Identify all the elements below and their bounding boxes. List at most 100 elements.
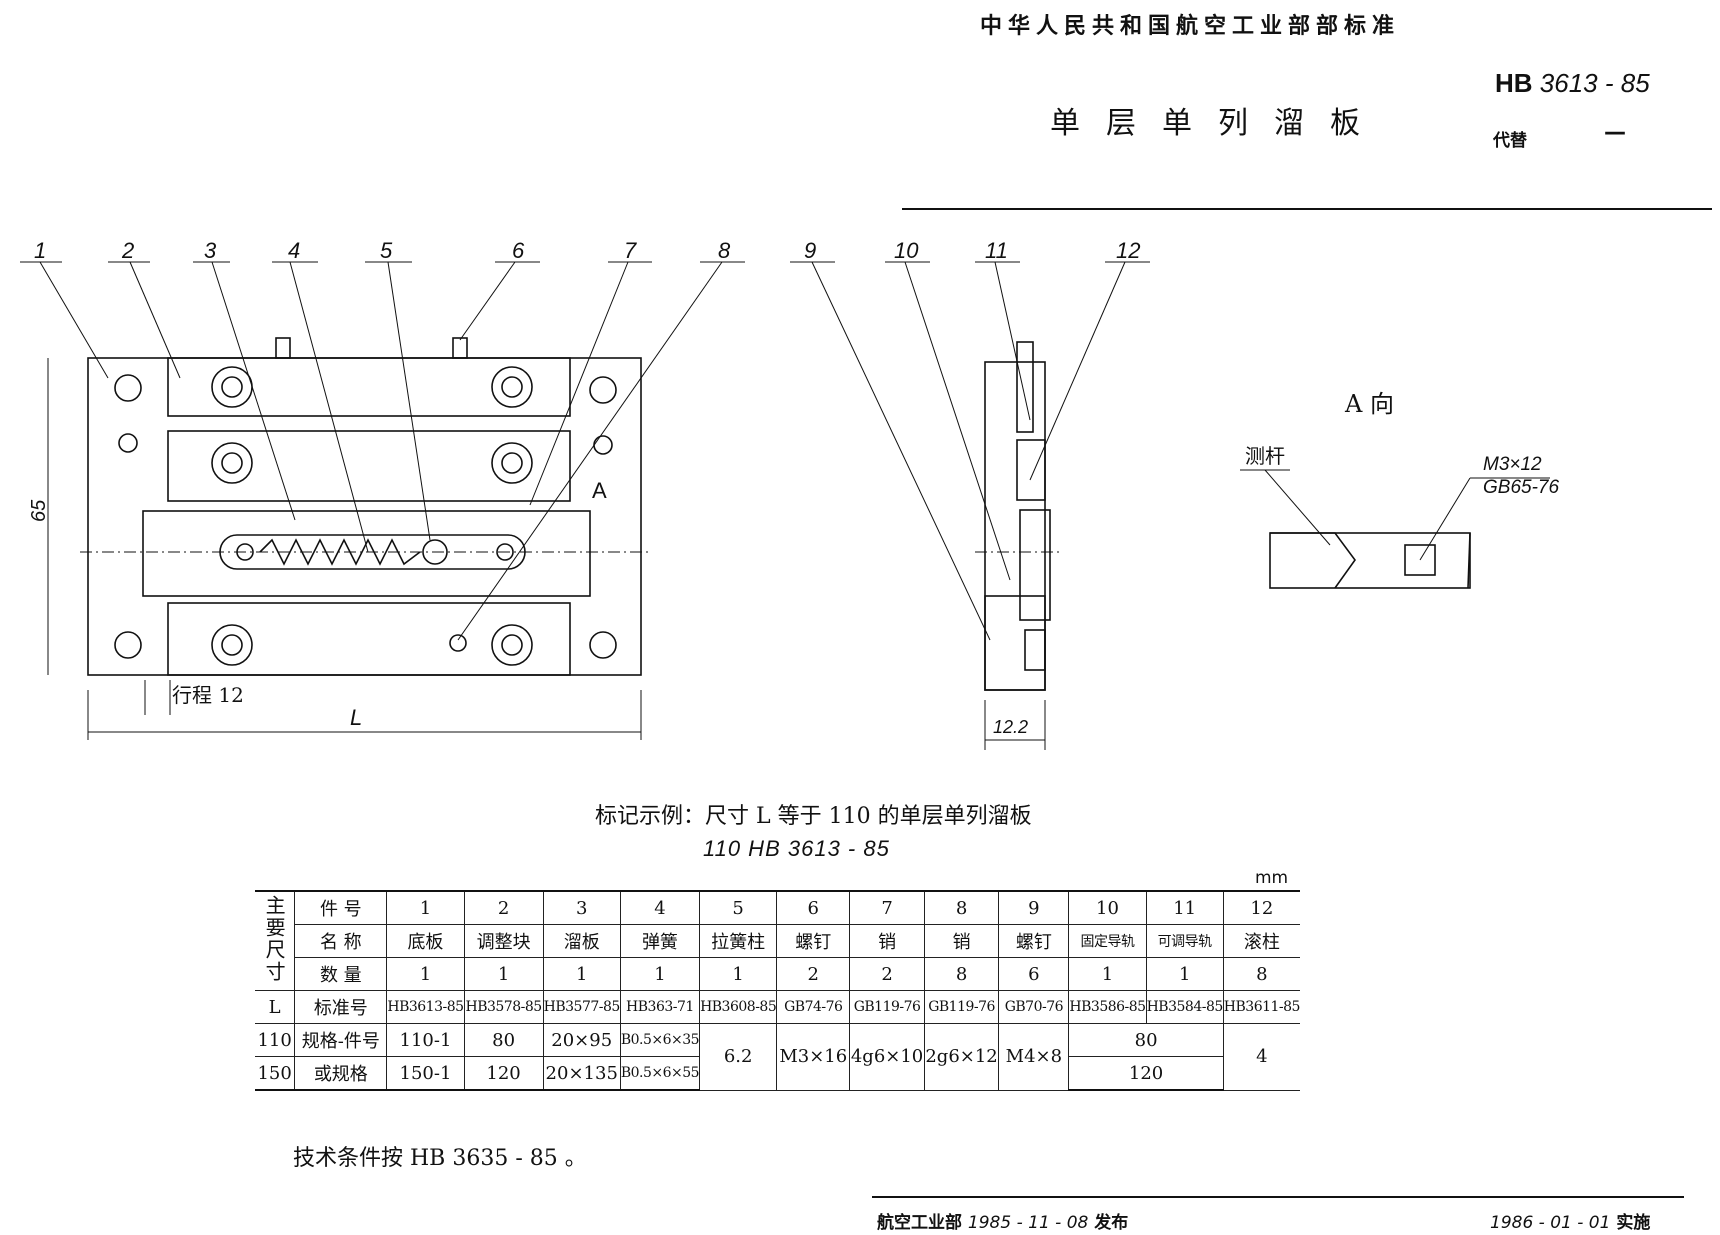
cell: 8 <box>923 957 1000 991</box>
cell: 弹簧 <box>619 924 701 958</box>
cell: 12 <box>1222 890 1300 925</box>
cell: 1 <box>699 957 778 991</box>
cell: M3×16 <box>776 1023 851 1091</box>
label-L: L <box>255 990 296 1024</box>
adjustable-rail <box>167 602 571 676</box>
cell: HB3608-85 <box>699 990 778 1024</box>
balloon-9: 9 <box>804 238 816 263</box>
cell: 110-1 <box>386 1023 465 1057</box>
cell: 1 <box>542 957 621 991</box>
adjust-block <box>167 357 571 417</box>
standard-number: HB 3613 - 85 <box>1495 68 1650 99</box>
dim-stroke-label: 行程 12 <box>172 683 244 707</box>
cell: HB3611-85 <box>1222 990 1300 1024</box>
balloon-5: 5 <box>380 238 393 263</box>
cell: 110 <box>255 1023 296 1057</box>
cell: HB3586-85 <box>1068 990 1147 1024</box>
cell: 溜板 <box>542 924 621 958</box>
cell: 1 <box>386 957 465 991</box>
label-part-no: 件 号 <box>294 890 388 925</box>
cell: 20×135 <box>542 1056 621 1091</box>
cell: 2 <box>776 957 851 991</box>
cell: 6.2 <box>699 1023 778 1091</box>
balloon-1: 1 <box>34 238 46 263</box>
cell: 1 <box>386 890 465 925</box>
unit-label: mm <box>1255 868 1289 888</box>
replaces-value: — <box>1604 120 1626 145</box>
balloon-7: 7 <box>624 238 637 263</box>
view-a-label: A 向 <box>1344 390 1394 418</box>
cell: HB3577-85 <box>542 990 621 1024</box>
dim-width-label: 12.2 <box>993 717 1028 737</box>
cell: 滚柱 <box>1222 924 1300 958</box>
footer-rule <box>872 1196 1684 1198</box>
row-name: 名 称 底板 调整块 溜板 弹簧 拉簧柱 螺钉 销 销 螺钉 固定导轨 可调导轨… <box>255 924 1300 958</box>
cell: 1 <box>463 957 544 991</box>
marking-example: 标记示例：尺寸 L 等于 110 的单层单列溜板 <box>595 804 1032 829</box>
cell: 螺钉 <box>776 924 851 958</box>
row-spec-110: 110 规格-件号 110-1 80 20×95 B0.5×6×35 6.2 M… <box>255 1023 1300 1091</box>
cell: 可调导轨 <box>1145 924 1224 958</box>
cell: GB119-76 <box>923 990 1000 1024</box>
cell: GB119-76 <box>849 990 925 1024</box>
label-standard: 标准号 <box>294 990 388 1024</box>
dim-height-label: 65 <box>28 499 50 522</box>
cell: HB363-71 <box>619 990 701 1024</box>
cell: 9 <box>998 890 1070 925</box>
cell: 2 <box>849 957 925 991</box>
label-spec1: 规格-件号 <box>294 1023 388 1057</box>
cell: 10 <box>1068 890 1147 925</box>
technical-conditions-note: 技术条件按 HB 3635 - 85 。 <box>293 1146 587 1171</box>
balloon-8: 8 <box>718 238 731 263</box>
header-rule <box>902 208 1712 210</box>
cell: 销 <box>849 924 925 958</box>
row-part-no: 主要尺寸 件 号 1 2 3 4 5 6 7 8 9 10 11 12 <box>255 890 1300 991</box>
main-dim-header: 主要尺寸 <box>255 890 296 991</box>
detail-screw-std: GB65-76 <box>1483 477 1559 498</box>
implement-suffix: 实施 <box>1616 1213 1651 1233</box>
cell: GB70-76 <box>998 990 1070 1024</box>
detail-screw-label: M3×12 <box>1483 454 1542 475</box>
issuing-organization: 中华人民共和国航空工业部部标准 <box>980 14 1401 39</box>
cell: 8 <box>923 890 1000 925</box>
balloon-3: 3 <box>204 238 217 263</box>
cell: 7 <box>849 890 925 925</box>
replaces-label: 代替 <box>1493 131 1527 151</box>
parts-table: 主要尺寸 件 号 1 2 3 4 5 6 7 8 9 10 11 12 名 称 … <box>255 890 1300 1091</box>
label-name: 名 称 <box>294 924 388 958</box>
cell: 20×95 <box>542 1023 621 1057</box>
side-view <box>984 361 1046 691</box>
cell: B0.5×6×55 <box>619 1056 701 1091</box>
balloon-10: 10 <box>894 238 919 263</box>
cell: 销 <box>923 924 1000 958</box>
standard-code: 3613 - 85 <box>1539 68 1650 98</box>
cell: 螺钉 <box>998 924 1070 958</box>
marking-designation: 110 HB 3613 - 85 <box>703 836 890 861</box>
cell: 150 <box>255 1056 296 1091</box>
cell: 拉簧柱 <box>699 924 778 958</box>
cell: 6 <box>776 890 851 925</box>
label-qty: 数 量 <box>294 957 388 991</box>
cell: 1 <box>1068 957 1147 991</box>
cell: 120 <box>1068 1056 1224 1091</box>
fixed-rail <box>167 430 571 502</box>
cell: 4g6×10 <box>849 1023 925 1091</box>
base-plate <box>87 357 642 676</box>
detail-rod-label: 测杆 <box>1245 444 1285 468</box>
cell: 4 <box>1222 1023 1300 1091</box>
balloon-11: 11 <box>985 238 1008 263</box>
balloon-12: 12 <box>1116 238 1140 263</box>
cell: 80 <box>463 1023 544 1057</box>
implement-date: 1986 - 01 - 01 <box>1490 1213 1611 1233</box>
cell: 4 <box>619 890 701 925</box>
cell: GB74-76 <box>776 990 851 1024</box>
cell: 120 <box>463 1056 544 1091</box>
document-title: 单层单列溜板 <box>1050 106 1386 141</box>
cell: HB3613-85 <box>386 990 465 1024</box>
balloon-6: 6 <box>512 238 525 263</box>
cell: 固定导轨 <box>1068 924 1147 958</box>
row-standard: L 标准号 HB3613-85 HB3578-85 HB3577-85 HB36… <box>255 990 1300 1024</box>
balloon-4: 4 <box>288 238 300 263</box>
section-mark: A <box>592 478 607 503</box>
cell: 1 <box>1145 957 1224 991</box>
